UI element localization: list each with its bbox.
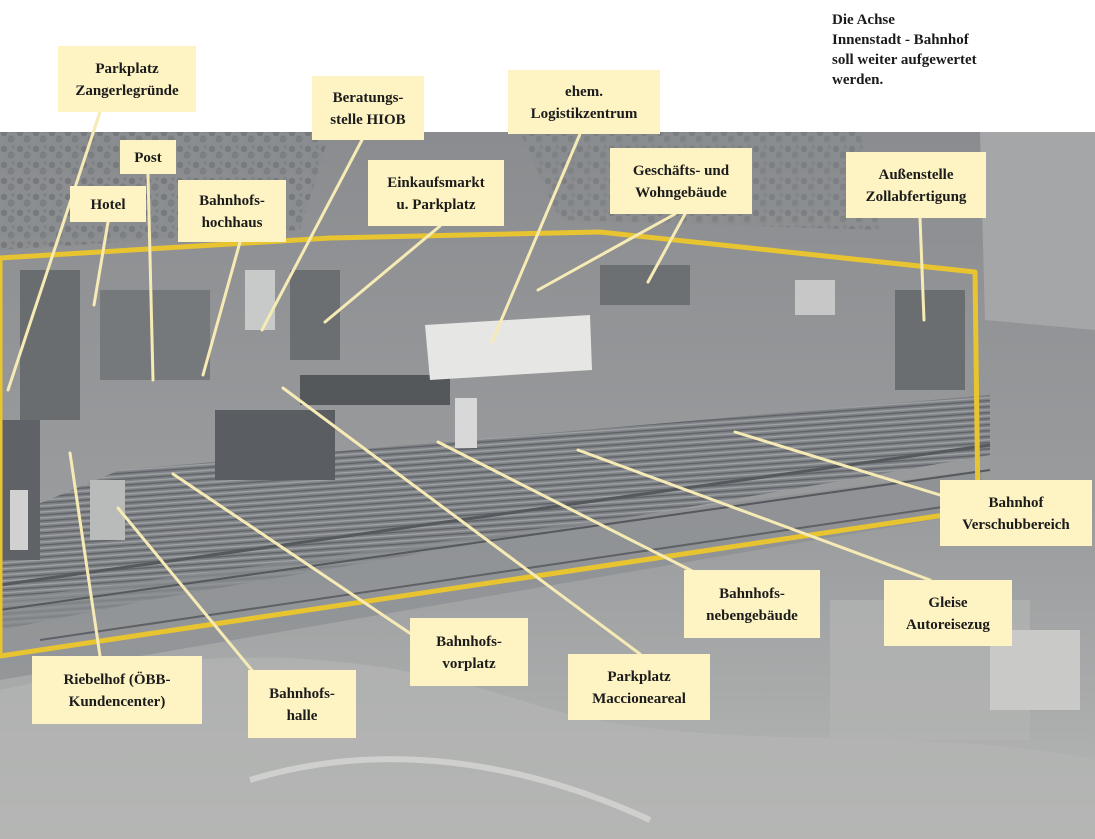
leader-line-bahnhofshochhaus [201,240,242,377]
label-text: Zollabfertigung [866,189,967,205]
leader-line-geschaefts-wohngebaeude-2 [646,212,687,284]
leader-line-aussenstelle-zoll [918,216,926,322]
label-text: hochhaus [202,215,263,231]
label-box [178,180,286,242]
leader-line-hotel [92,220,110,307]
label-post: Post [120,140,176,174]
label-text: Einkaufsmarkt [387,175,485,191]
leader-line-gleise-autoreisezug [576,448,932,582]
note-line: werden. [832,72,884,88]
aerial-photo [0,132,1095,839]
leader-line-riebelhof [68,451,102,658]
label-riebelhof: Riebelhof (ÖBB- Kundencenter) [32,656,202,724]
label-text: Logistikzentrum [531,106,638,122]
label-text: Bahnhof [988,495,1044,511]
label-text: Verschubbereich [962,517,1070,533]
label-text: Bahnhofs- [436,634,502,650]
label-box [410,618,528,686]
axis-note: Die Achse Innenstadt - Bahnhof soll weit… [832,10,1072,90]
label-box [508,70,660,134]
leader-line-parkplatz-zangerlegruende [6,110,102,392]
leader-line-beratungsstelle-hiob [260,138,364,332]
leader-lines [6,110,942,682]
label-text: Bahnhofs- [269,686,335,702]
label-bahnhofshalle: Bahnhofs-halle [248,670,356,738]
label-box [846,152,986,218]
leader-line-nebengebaeude [436,440,702,577]
leader-line-logistikzentrum [490,132,582,344]
label-box [568,654,710,720]
label-bahnhofsvorplatz: Bahnhofs-vorplatz [410,618,528,686]
label-text: vorplatz [442,656,496,672]
label-hotel: Hotel [70,186,146,222]
label-text: Riebelhof (ÖBB- [63,671,170,688]
label-einkaufsmarkt: Einkaufsmarkt u. Parkplatz [368,160,504,226]
label-text: Parkplatz [607,669,671,685]
label-text: Post [134,150,162,166]
label-text: Zangerlegründe [75,83,179,99]
label-text: stelle HIOB [330,112,405,128]
label-text: Bahnhofs- [719,586,785,602]
label-box [58,46,196,112]
label-nebengebaeude: Bahnhofs-nebengebäude [684,570,820,638]
leader-line-parkplatz-maccioneareal [281,386,642,656]
label-box [368,160,504,226]
label-logistikzentrum: ehem. Logistikzentrum [508,70,660,134]
leader-line-post [146,172,155,382]
label-bahnhofshochhaus: Bahnhofs-hochhaus [178,180,286,242]
label-text: Gleise [928,595,967,611]
leader-line-verschubbereich [733,430,942,497]
leader-line-geschaefts-wohngebaeude [536,212,677,292]
label-text: ehem. [565,84,603,100]
label-box [940,480,1092,546]
label-box [70,186,146,222]
note-line: Die Achse [832,12,895,28]
label-text: u. Parkplatz [396,197,476,213]
project-area-boundary [0,229,981,659]
label-text: Maccioneareal [592,691,686,707]
label-text: Geschäfts- und [633,163,730,179]
label-box [684,570,820,638]
note-line: soll weiter aufgewertet [832,52,977,68]
label-box [312,76,424,140]
label-box [32,656,202,724]
leader-line-bahnhofshalle [116,506,262,682]
label-beratungsstelle-hiob: Beratungs-stelle HIOB [312,76,424,140]
label-text: Wohngebäude [635,185,727,201]
leader-line-bahnhofsvorplatz [171,472,422,642]
label-text: Hotel [91,197,126,213]
label-box [610,148,752,214]
label-box [120,140,176,174]
label-text: Beratungs- [333,90,404,106]
label-text: Autoreisezug [906,617,990,633]
label-box [248,670,356,738]
label-text: nebengebäude [706,608,798,624]
label-text: Parkplatz [95,61,159,77]
label-box [884,580,1012,646]
label-text: Bahnhofs- [199,193,265,209]
label-text: halle [287,708,318,724]
label-text: Kundencenter) [69,694,166,710]
label-text: Außenstelle [879,167,954,183]
note-line: Innenstadt - Bahnhof [832,32,969,48]
leader-line-einkaufsmarkt [323,224,442,324]
